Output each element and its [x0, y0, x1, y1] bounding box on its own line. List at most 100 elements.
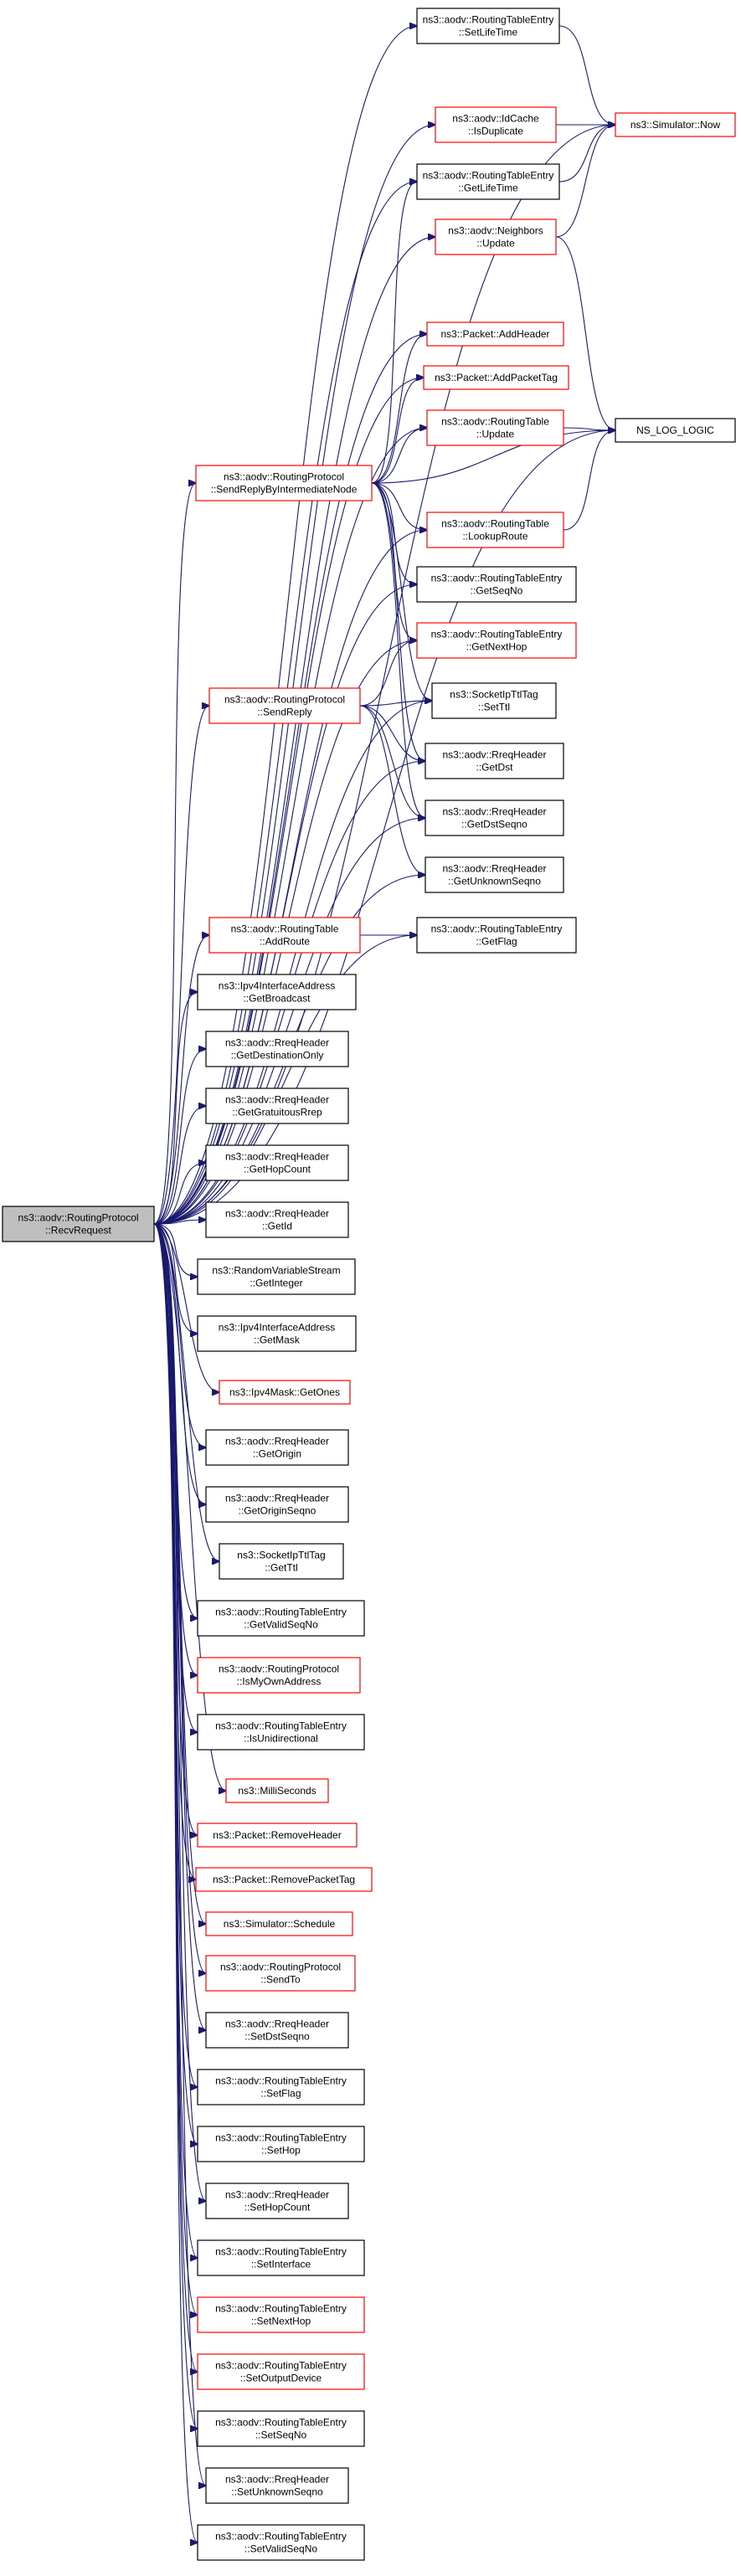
node-send-reply-by-intermediate[interactable]: ns3::aodv::RoutingProtocol::SendReplyByI…	[195, 465, 373, 501]
edge-recv-request-to-rte-get-seq-no	[153, 584, 417, 1225]
node-label-line: ns3::aodv::RreqHeader	[225, 2189, 329, 2201]
edge-recv-request-to-socket-ip-ttl-get-ttl	[153, 1223, 219, 1561]
node-label-line: ::Update	[476, 429, 515, 440]
edge-neighbors-update-to-ns-log-logic	[555, 236, 615, 430]
node-box	[195, 1867, 373, 1892]
node-rp-is-my-own-address[interactable]: ns3::aodv::RoutingProtocol::IsMyOwnAddre…	[197, 1657, 361, 1694]
node-box	[197, 2069, 365, 2106]
node-rreq-set-dst-seqno[interactable]: ns3::aodv::RreqHeader::SetDstSeqno	[205, 2012, 349, 2049]
edge-send-reply-by-intermediate-to-packet-add-header	[371, 334, 427, 484]
node-rreq-set-unknown-seqno[interactable]: ns3::aodv::RreqHeader::SetUnknownSeqno	[205, 2467, 349, 2504]
node-send-reply[interactable]: ns3::aodv::RoutingProtocol::SendReply	[208, 687, 361, 724]
node-rp-send-to[interactable]: ns3::aodv::RoutingProtocol::SendTo	[205, 1955, 356, 1992]
node-label-line: ::SetTtl	[478, 702, 510, 713]
node-rreq-get-gratuitous-rrep[interactable]: ns3::aodv::RreqHeader::GetGratuitousRrep	[205, 1087, 349, 1124]
node-rreq-get-origin[interactable]: ns3::aodv::RreqHeader::GetOrigin	[205, 1429, 349, 1466]
node-simulator-schedule[interactable]: ns3::Simulator::Schedule	[205, 1911, 353, 1936]
node-label-line: ::GetFlag	[476, 936, 517, 948]
node-box	[219, 1543, 344, 1580]
node-rreq-set-hop-count[interactable]: ns3::aodv::RreqHeader::SetHopCount	[205, 2183, 349, 2219]
node-rt-update[interactable]: ns3::aodv::RoutingTable::Update	[426, 409, 564, 446]
node-socket-ip-ttl-get-ttl[interactable]: ns3::SocketIpTtlTag::GetTtl	[219, 1543, 344, 1580]
node-label-line: ns3::aodv::RoutingTable	[441, 518, 549, 530]
node-id-cache-is-duplicate[interactable]: ns3::aodv::IdCache::IsDuplicate	[435, 106, 557, 143]
node-simulator-now[interactable]: ns3::Simulator::Now	[615, 112, 736, 137]
node-packet-add-header[interactable]: ns3::Packet::AddHeader	[426, 321, 564, 347]
node-packet-remove-packet-tag[interactable]: ns3::Packet::RemovePacketTag	[195, 1867, 373, 1892]
node-rte-set-life-time[interactable]: ns3::aodv::RoutingTableEntry::SetLifeTim…	[416, 8, 560, 44]
node-box	[197, 2524, 365, 2561]
node-label-line: ns3::aodv::RoutingTableEntry	[215, 2075, 347, 2087]
node-label-line: NS_LOG_LOGIC	[636, 424, 714, 436]
node-label-line: ::SetSeqNo	[255, 2429, 307, 2441]
node-box	[205, 2183, 349, 2219]
node-rte-set-interface[interactable]: ns3::aodv::RoutingTableEntry::SetInterfa…	[197, 2239, 365, 2276]
node-rvs-get-integer[interactable]: ns3::RandomVariableStream::GetInteger	[197, 1258, 356, 1295]
edge-send-reply-to-socket-ip-ttl-set-ttl	[359, 701, 432, 707]
node-box	[205, 1087, 349, 1124]
node-label-line: ::SendReply	[257, 707, 311, 718]
node-rreq-get-dst[interactable]: ns3::aodv::RreqHeader::GetDst	[425, 743, 564, 779]
edge-send-reply-to-rreq-get-unknown-seqno	[359, 705, 425, 875]
node-ipv4-if-get-mask[interactable]: ns3::Ipv4InterfaceAddress::GetMask	[197, 1315, 357, 1352]
node-ns-log-logic[interactable]: NS_LOG_LOGIC	[615, 418, 736, 443]
node-milli-seconds[interactable]: ns3::MilliSeconds	[225, 1778, 329, 1803]
node-rte-is-unidirectional[interactable]: ns3::aodv::RoutingTableEntry::IsUnidirec…	[197, 1714, 365, 1751]
node-box	[197, 2353, 365, 2390]
node-box	[426, 321, 564, 347]
node-rte-get-valid-seq-no[interactable]: ns3::aodv::RoutingTableEntry::GetValidSe…	[197, 1600, 365, 1637]
node-label-line: ::RecvRequest	[45, 1225, 111, 1237]
node-rte-set-hop[interactable]: ns3::aodv::RoutingTableEntry::SetHop	[197, 2126, 365, 2162]
node-rte-get-life-time[interactable]: ns3::aodv::RoutingTableEntry::GetLifeTim…	[416, 163, 560, 200]
node-rreq-get-dst-seqno[interactable]: ns3::aodv::RreqHeader::GetDstSeqno	[425, 800, 564, 836]
node-label-line: ns3::Ipv4InterfaceAddress	[219, 1322, 335, 1334]
node-label-line: ns3::MilliSeconds	[238, 1785, 316, 1797]
edge-send-reply-to-rreq-get-dst-seqno	[359, 705, 425, 818]
edge-neighbors-update-to-simulator-now	[555, 125, 615, 238]
node-rte-set-output-device[interactable]: ns3::aodv::RoutingTableEntry::SetOutputD…	[197, 2353, 365, 2390]
node-label-line: ::IsMyOwnAddress	[237, 1676, 322, 1688]
node-box	[426, 409, 564, 446]
node-rreq-get-destination-only[interactable]: ns3::aodv::RreqHeader::GetDestinationOnl…	[205, 1031, 349, 1067]
node-ipv4-mask-get-ones[interactable]: ns3::Ipv4Mask::GetOnes	[219, 1380, 351, 1405]
node-rte-set-valid-seq-no[interactable]: ns3::aodv::RoutingTableEntry::SetValidSe…	[197, 2524, 365, 2561]
node-recv-request[interactable]: ns3::aodv::RoutingProtocol::RecvRequest	[2, 1206, 155, 1242]
node-rreq-get-origin-seqno[interactable]: ns3::aodv::RreqHeader::GetOriginSeqno	[205, 1486, 349, 1523]
node-label-line: ::SetHop	[261, 2145, 301, 2157]
node-box	[205, 1955, 356, 1992]
node-label-line: ns3::SocketIpTtlTag	[450, 689, 538, 701]
node-label-line: ::GetBroadcast	[243, 993, 311, 1005]
node-label-line: ::SetValidSeqNo	[244, 2543, 317, 2555]
node-box	[615, 112, 736, 137]
node-label-line: ns3::aodv::RoutingTableEntry	[431, 573, 563, 584]
node-label-line: ns3::aodv::RoutingProtocol	[18, 1212, 138, 1224]
node-ipv4-if-get-broadcast[interactable]: ns3::Ipv4InterfaceAddress::GetBroadcast	[197, 974, 357, 1010]
node-box	[197, 2126, 365, 2162]
node-rreq-get-id[interactable]: ns3::aodv::RreqHeader::GetId	[205, 1201, 349, 1238]
node-rte-set-next-hop[interactable]: ns3::aodv::RoutingTableEntry::SetNextHop	[197, 2296, 365, 2333]
node-rreq-get-unknown-seqno[interactable]: ns3::aodv::RreqHeader::GetUnknownSeqno	[425, 856, 564, 893]
node-rte-get-seq-no[interactable]: ns3::aodv::RoutingTableEntry::GetSeqNo	[416, 566, 577, 603]
node-packet-add-packet-tag[interactable]: ns3::Packet::AddPacketTag	[423, 365, 569, 390]
node-rte-set-seq-no[interactable]: ns3::aodv::RoutingTableEntry::SetSeqNo	[197, 2410, 365, 2447]
node-rte-get-flag[interactable]: ns3::aodv::RoutingTableEntry::GetFlag	[416, 917, 577, 954]
node-box	[205, 1911, 353, 1936]
edge-send-reply-by-intermediate-to-rt-lookup-route	[371, 482, 427, 530]
node-label-line: ns3::SocketIpTtlTag	[237, 1550, 325, 1561]
node-label-line: ns3::aodv::RoutingTableEntry	[431, 629, 563, 640]
edge-send-reply-by-intermediate-to-socket-ip-ttl-set-ttl	[371, 482, 432, 701]
node-rt-lookup-route[interactable]: ns3::aodv::RoutingTable::LookupRoute	[426, 512, 564, 548]
node-rte-set-flag[interactable]: ns3::aodv::RoutingTableEntry::SetFlag	[197, 2069, 365, 2106]
edge-recv-request-to-rreq-set-hop-count	[153, 1223, 206, 2201]
node-rt-add-route[interactable]: ns3::aodv::RoutingTable::AddRoute	[208, 917, 361, 954]
node-neighbors-update[interactable]: ns3::aodv::Neighbors::Update	[435, 219, 557, 255]
node-socket-ip-ttl-set-ttl[interactable]: ns3::SocketIpTtlTag::SetTtl	[431, 682, 557, 719]
node-packet-remove-header[interactable]: ns3::Packet::RemoveHeader	[197, 1823, 358, 1848]
node-label-line: ns3::Packet::AddPacketTag	[435, 372, 558, 383]
node-rreq-get-hop-count[interactable]: ns3::aodv::RreqHeader::GetHopCount	[205, 1144, 349, 1181]
node-label-line: ns3::aodv::RreqHeader	[442, 863, 546, 875]
node-label-line: ::GetValidSeqNo	[244, 1619, 318, 1631]
node-label-line: ns3::Simulator::Now	[630, 119, 721, 131]
node-rte-get-next-hop[interactable]: ns3::aodv::RoutingTableEntry::GetNextHop	[416, 622, 577, 659]
node-box	[197, 2410, 365, 2447]
